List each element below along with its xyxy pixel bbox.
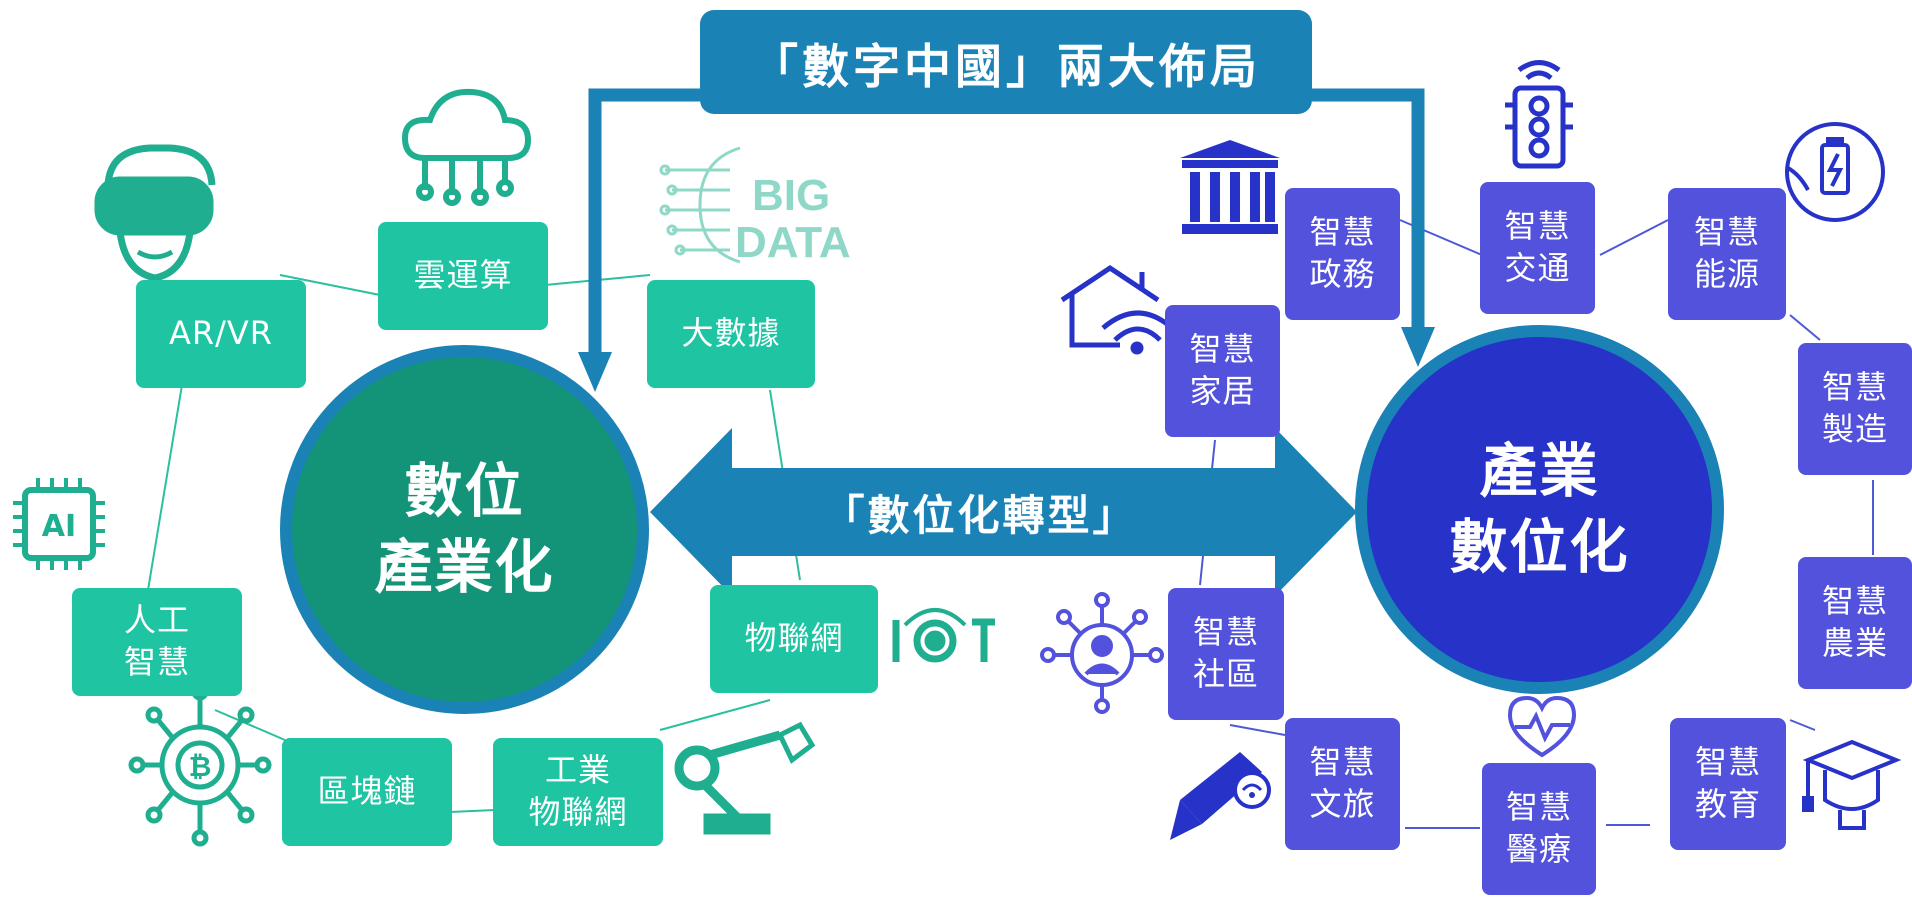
robot-arm-icon [674,721,816,835]
node-tourism-line1: 智慧 [1309,743,1376,782]
node-smart-community: 智慧 社區 [1168,588,1284,720]
node-energy-line1: 智慧 [1693,213,1760,252]
node-ar-vr-label: AR/VR [168,314,274,353]
left-hub-line1: 數位 [404,457,525,526]
node-industrial-iot: 工業 物聯網 [493,738,663,846]
node-manufacturing-line1: 智慧 [1821,368,1888,407]
node-home-line2: 家居 [1189,372,1256,410]
vr-headset-icon [94,144,216,282]
svg-text:BIG: BIG [752,171,830,220]
right-down-arrowhead [1401,327,1435,367]
node-smart-home: 智慧 家居 [1165,305,1280,437]
node-agriculture-line1: 智慧 [1821,582,1888,621]
node-smart-energy: 智慧 能源 [1668,188,1786,320]
node-smart-government: 智慧 政務 [1285,188,1400,320]
node-traffic-line2: 交通 [1504,249,1571,287]
node-smart-medical: 智慧 醫療 [1482,763,1596,895]
transformation-label: 「數位化轉型」 [822,490,1138,540]
node-ai-line1: 人工 [123,601,190,640]
node-big-data: 大數據 [647,280,815,388]
node-gov-line1: 智慧 [1309,213,1376,252]
node-cloud-computing: 雲運算 [378,222,548,330]
node-agriculture-line2: 農業 [1821,624,1888,662]
smart-home-icon [1060,264,1174,355]
node-education-line1: 智慧 [1694,743,1761,782]
cloud-computing-icon [401,88,532,206]
traffic-light-icon [1505,60,1573,169]
node-iiot-line1: 工業 [544,751,611,790]
node-energy-line2: 能源 [1693,255,1760,293]
svg-text:DATA: DATA [735,218,851,267]
right-hub-industrial-digitalization: 產業 數位化 [1355,325,1724,694]
svg-text:AI: AI [42,509,76,544]
node-smart-agriculture: 智慧 農業 [1798,557,1912,689]
node-smart-manufacturing: 智慧 製造 [1798,343,1912,475]
right-hub-line2: 數位化 [1449,512,1630,581]
node-blockchain: 區塊鏈 [282,738,452,846]
community-person-icon [1040,592,1164,714]
node-ai-line2: 智慧 [123,643,190,681]
medical-heart-icon [1507,695,1577,758]
transformation-arrow [650,428,1357,596]
node-big-data-label: 大數據 [681,314,781,353]
node-gov-line2: 政務 [1309,255,1376,293]
blockchain-icon: ₿ [128,683,272,847]
top-frame-lines [588,88,1425,360]
left-down-arrowhead [578,352,612,392]
node-artificial-intelligence: 人工 智慧 [72,588,242,696]
node-cloud-computing-label: 雲運算 [413,256,513,295]
node-smart-tourism: 智慧 文旅 [1285,718,1400,850]
node-home-line1: 智慧 [1189,330,1256,369]
node-blockchain-label: 區塊鏈 [317,772,417,811]
energy-battery-icon [1785,122,1885,222]
svg-text:₿: ₿ [189,750,212,783]
node-smart-education: 智慧 教育 [1670,718,1786,850]
government-building-icon [1180,140,1280,234]
big-data-icon: BIG DATA [659,146,851,267]
left-hub-digital-industrialization: 數位 產業化 [280,345,649,714]
node-tourism-line2: 文旅 [1309,785,1376,823]
node-iiot-line2: 物聯網 [528,793,628,831]
node-iot: 物聯網 [710,585,878,693]
node-ar-vr: AR/VR [136,280,306,388]
right-hub-line1: 產業 [1479,437,1600,506]
node-manufacturing-line2: 製造 [1821,410,1888,448]
node-traffic-line1: 智慧 [1504,207,1571,246]
education-cap-icon [1802,739,1902,830]
node-community-line2: 社區 [1192,655,1259,693]
node-smart-traffic: 智慧 交通 [1480,182,1595,314]
iot-logo-icon [892,608,995,663]
smart-pen-icon [1170,752,1271,840]
node-community-line1: 智慧 [1192,613,1259,652]
ai-chip-icon: AI [13,478,105,570]
node-medical-line1: 智慧 [1505,788,1572,827]
page-title: 「數字中國」兩大佈局 [700,10,1312,114]
node-education-line2: 教育 [1694,785,1761,823]
node-medical-line2: 醫療 [1505,830,1572,868]
node-iot-label: 物聯網 [744,619,844,658]
left-hub-line2: 產業化 [374,532,555,601]
